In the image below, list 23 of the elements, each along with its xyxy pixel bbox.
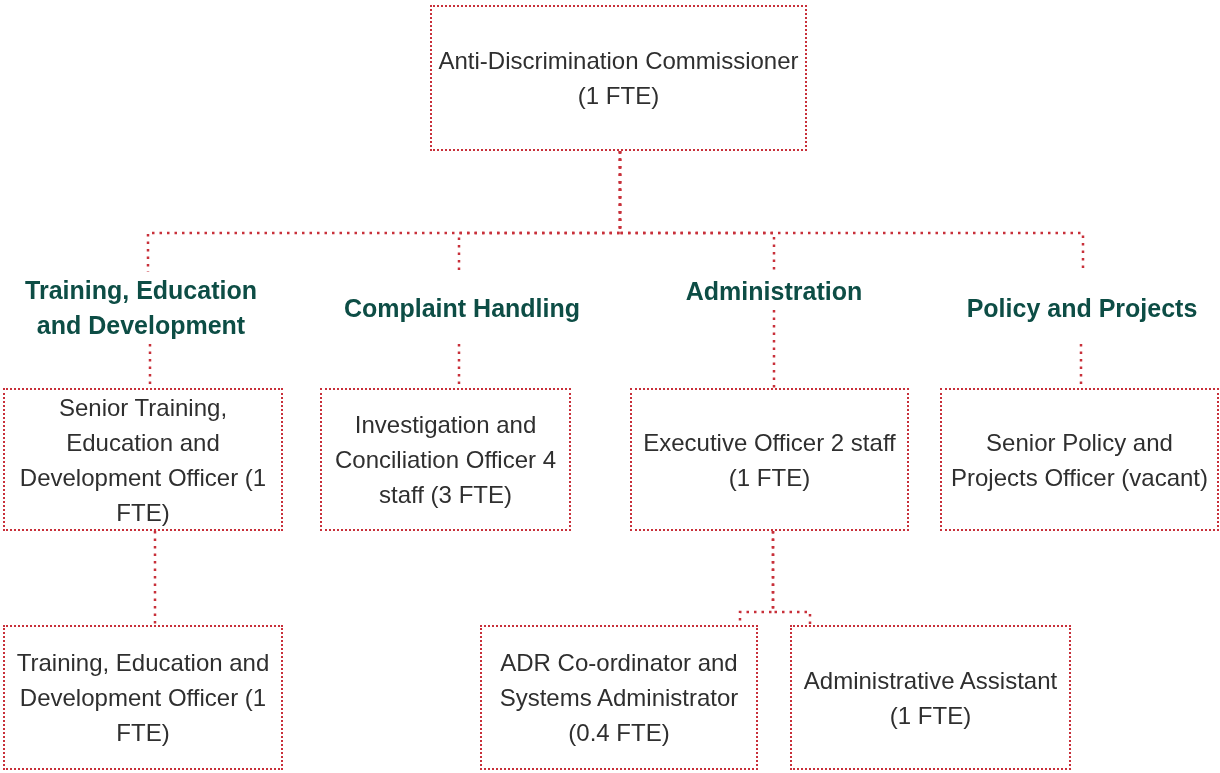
position-title: Senior Training, Education and Development Officer (1 FTE) (18, 392, 268, 528)
position-box (320, 388, 571, 531)
position-box (3, 388, 283, 531)
position-title: Training, Education and Development Officer (1 FTE) (15, 648, 271, 748)
connector-line (772, 310, 776, 388)
position-title: Executive Officer 2 staff (1 FTE) (642, 427, 897, 493)
connector-line (771, 531, 812, 625)
section-heading: Training, Education and Development (24, 275, 258, 341)
position-title: ADR Co-ordinator and Systems Administrator (0.4 FTE) (498, 648, 740, 748)
position-box (940, 388, 1219, 531)
section-heading: Policy and Projects (966, 292, 1198, 324)
connector-line (153, 531, 157, 625)
position-box (430, 5, 807, 151)
position-box (790, 625, 1071, 770)
position-title: Senior Policy and Projects Officer (vacant) (950, 427, 1209, 493)
position-box (3, 625, 283, 770)
position-title: Anti-Discrimination Commissioner (1 FTE) (437, 46, 800, 111)
position-title: Administrative Assistant (1 FTE) (802, 665, 1059, 731)
position-box (630, 388, 909, 531)
section-heading: Administration (685, 275, 863, 307)
position-box (480, 625, 758, 770)
position-title: Investigation and Conciliation Officer 4 staff (3 FTE) (334, 410, 557, 510)
section-heading: Complaint Handling (343, 292, 581, 324)
